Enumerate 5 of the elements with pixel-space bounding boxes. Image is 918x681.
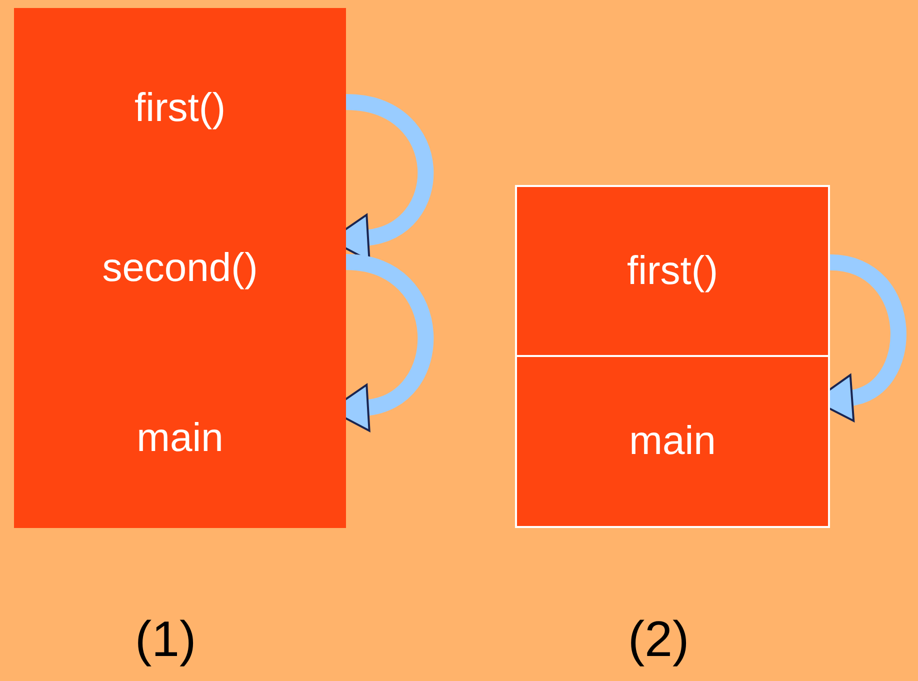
- stack-frame-box: first(): [515, 185, 830, 357]
- panel-caption: (2): [628, 610, 690, 668]
- stack-box: [14, 8, 346, 528]
- stack-frame-box: main: [515, 355, 830, 528]
- panel-caption: (1): [135, 610, 196, 668]
